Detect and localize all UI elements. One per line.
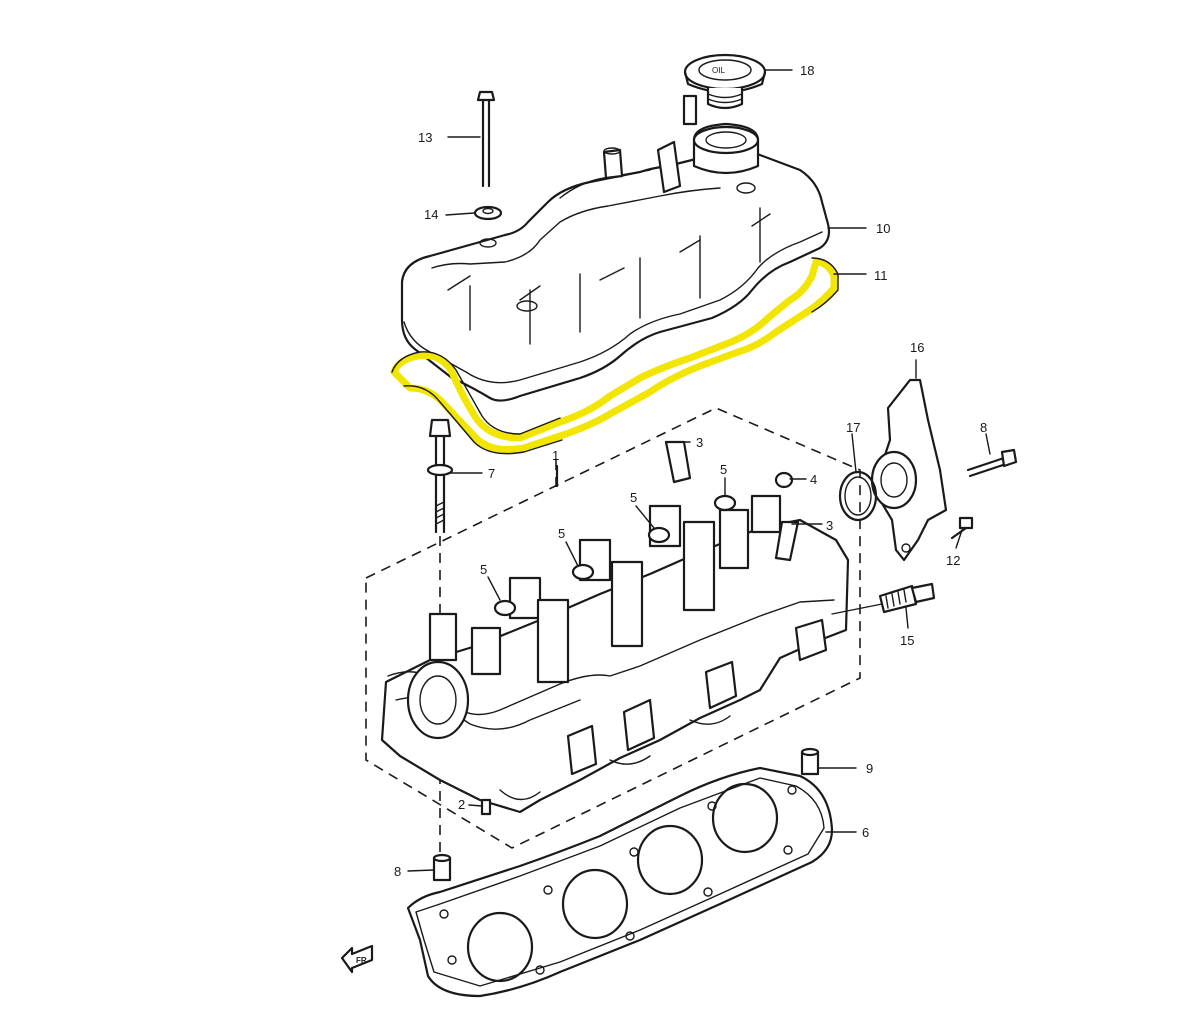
callout-2: 2	[458, 797, 465, 812]
exhaust-ports	[566, 618, 828, 776]
callout-10: 11	[874, 268, 888, 283]
cylinder-head-gasket	[406, 766, 834, 998]
cylinder-head-cover	[400, 94, 831, 402]
callout-7: 7	[488, 466, 495, 481]
short-bolt	[950, 516, 974, 540]
callout-6: 6	[862, 825, 869, 840]
valve-lifters	[493, 494, 737, 617]
callout-18: 18	[800, 63, 814, 78]
dowel-pins	[432, 747, 820, 882]
callout-5-a: 5	[480, 562, 487, 577]
callout-11: 13	[418, 130, 432, 145]
oil-filler-cap: OIL	[683, 53, 767, 110]
bolt-seal-washer	[473, 205, 503, 221]
callout-13: 15	[900, 633, 914, 648]
front-direction-marker: FR	[340, 944, 374, 974]
callout-12: 14	[424, 207, 438, 222]
small-dowel	[480, 798, 492, 816]
callout-9: 10	[876, 221, 890, 236]
callout-5-d: 5	[720, 462, 727, 477]
callout-5-c: 5	[630, 490, 637, 505]
oil-pipes	[664, 440, 800, 562]
case-bolt	[966, 448, 1018, 478]
callout-5-b: 5	[558, 526, 565, 541]
callout-15: 17	[846, 420, 860, 435]
callout-labels: 18 13 14 10 11 16 17 8 3 1 7 5 4 5 3 5 1…	[394, 63, 987, 879]
callout-3-top: 3	[696, 435, 703, 450]
callout-14: 16	[910, 340, 924, 355]
cylinder-head-cover-gasket	[390, 257, 839, 455]
cap-oil-text: OIL	[712, 66, 725, 75]
o-ring	[838, 470, 878, 522]
cam-towers	[428, 494, 782, 684]
callout-1: 1	[552, 448, 559, 463]
cylinder-head	[380, 494, 850, 814]
distributor-case	[870, 378, 948, 562]
plug	[774, 471, 794, 489]
temperature-sensor	[878, 582, 936, 614]
callout-8-left: 8	[394, 864, 401, 879]
gasket-holes	[439, 785, 797, 975]
callout-17: 8	[980, 420, 987, 435]
callout-16: 12	[946, 553, 960, 568]
callout-4: 4	[810, 472, 817, 487]
front-marker-text: FR	[356, 956, 367, 965]
cover-bolt	[476, 90, 496, 188]
callout-3-right: 3	[826, 518, 833, 533]
cylinder-head-bolt	[426, 418, 454, 534]
leader-lines	[407, 69, 991, 872]
callout-8-right: 9	[866, 761, 873, 776]
